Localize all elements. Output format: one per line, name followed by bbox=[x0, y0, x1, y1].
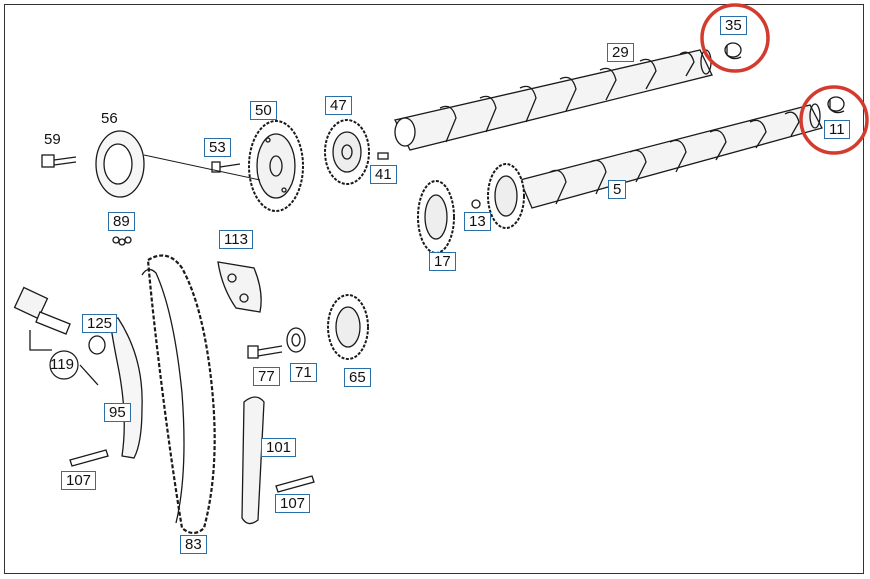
circle-119 bbox=[49, 350, 79, 380]
label-35: 35 bbox=[720, 16, 747, 35]
label-113: 113 bbox=[219, 230, 253, 249]
pin-13 bbox=[471, 199, 481, 209]
tensioner-119 bbox=[13, 286, 106, 386]
cap-11 bbox=[827, 96, 845, 114]
label-47: 47 bbox=[325, 96, 352, 115]
label-29: 29 bbox=[607, 43, 634, 62]
lower-camshaft bbox=[519, 103, 823, 209]
sleeve-71 bbox=[286, 327, 306, 353]
adjuster-56 bbox=[95, 130, 261, 198]
bolt-59 bbox=[41, 154, 77, 168]
label-59: 59 bbox=[44, 131, 61, 148]
tensioner-rail-95 bbox=[109, 317, 143, 459]
label-119: 119 bbox=[50, 356, 74, 373]
pin-41 bbox=[377, 152, 389, 160]
bolt-53 bbox=[211, 161, 241, 173]
highlight-circle-11 bbox=[799, 85, 869, 155]
upper-camshaft bbox=[394, 49, 713, 151]
label-77: 77 bbox=[253, 367, 280, 386]
label-13: 13 bbox=[464, 212, 491, 231]
pin-107-right bbox=[275, 475, 315, 493]
label-71: 71 bbox=[290, 363, 317, 382]
sprocket-50 bbox=[248, 120, 304, 212]
label-89: 89 bbox=[108, 212, 135, 231]
label-53: 53 bbox=[204, 138, 231, 157]
diagram-frame bbox=[4, 4, 864, 574]
highlight-circle-35 bbox=[700, 3, 770, 73]
label-17: 17 bbox=[429, 252, 456, 271]
bolt-77 bbox=[247, 345, 283, 359]
sprocket-17 bbox=[417, 180, 455, 254]
spring-89 bbox=[112, 236, 132, 246]
label-83: 83 bbox=[180, 535, 207, 554]
cap-35 bbox=[724, 42, 742, 60]
pin-107-left bbox=[69, 449, 109, 467]
guide-rail-101 bbox=[241, 396, 265, 525]
guide-113 bbox=[217, 261, 262, 313]
timing-chain-83 bbox=[141, 254, 216, 535]
sprocket-47 bbox=[324, 119, 370, 185]
sprocket-lower-cam bbox=[487, 163, 525, 229]
label-41: 41 bbox=[370, 165, 397, 184]
label-95: 95 bbox=[104, 403, 131, 422]
label-107-right: 107 bbox=[275, 494, 311, 513]
sprocket-65 bbox=[327, 294, 369, 360]
label-125: 125 bbox=[82, 314, 118, 333]
label-56: 56 bbox=[101, 110, 118, 127]
label-5: 5 bbox=[608, 180, 627, 199]
label-107-left: 107 bbox=[61, 471, 97, 490]
label-50: 50 bbox=[250, 101, 277, 120]
label-101: 101 bbox=[261, 438, 297, 457]
label-11: 11 bbox=[824, 120, 850, 139]
label-65: 65 bbox=[344, 368, 371, 387]
